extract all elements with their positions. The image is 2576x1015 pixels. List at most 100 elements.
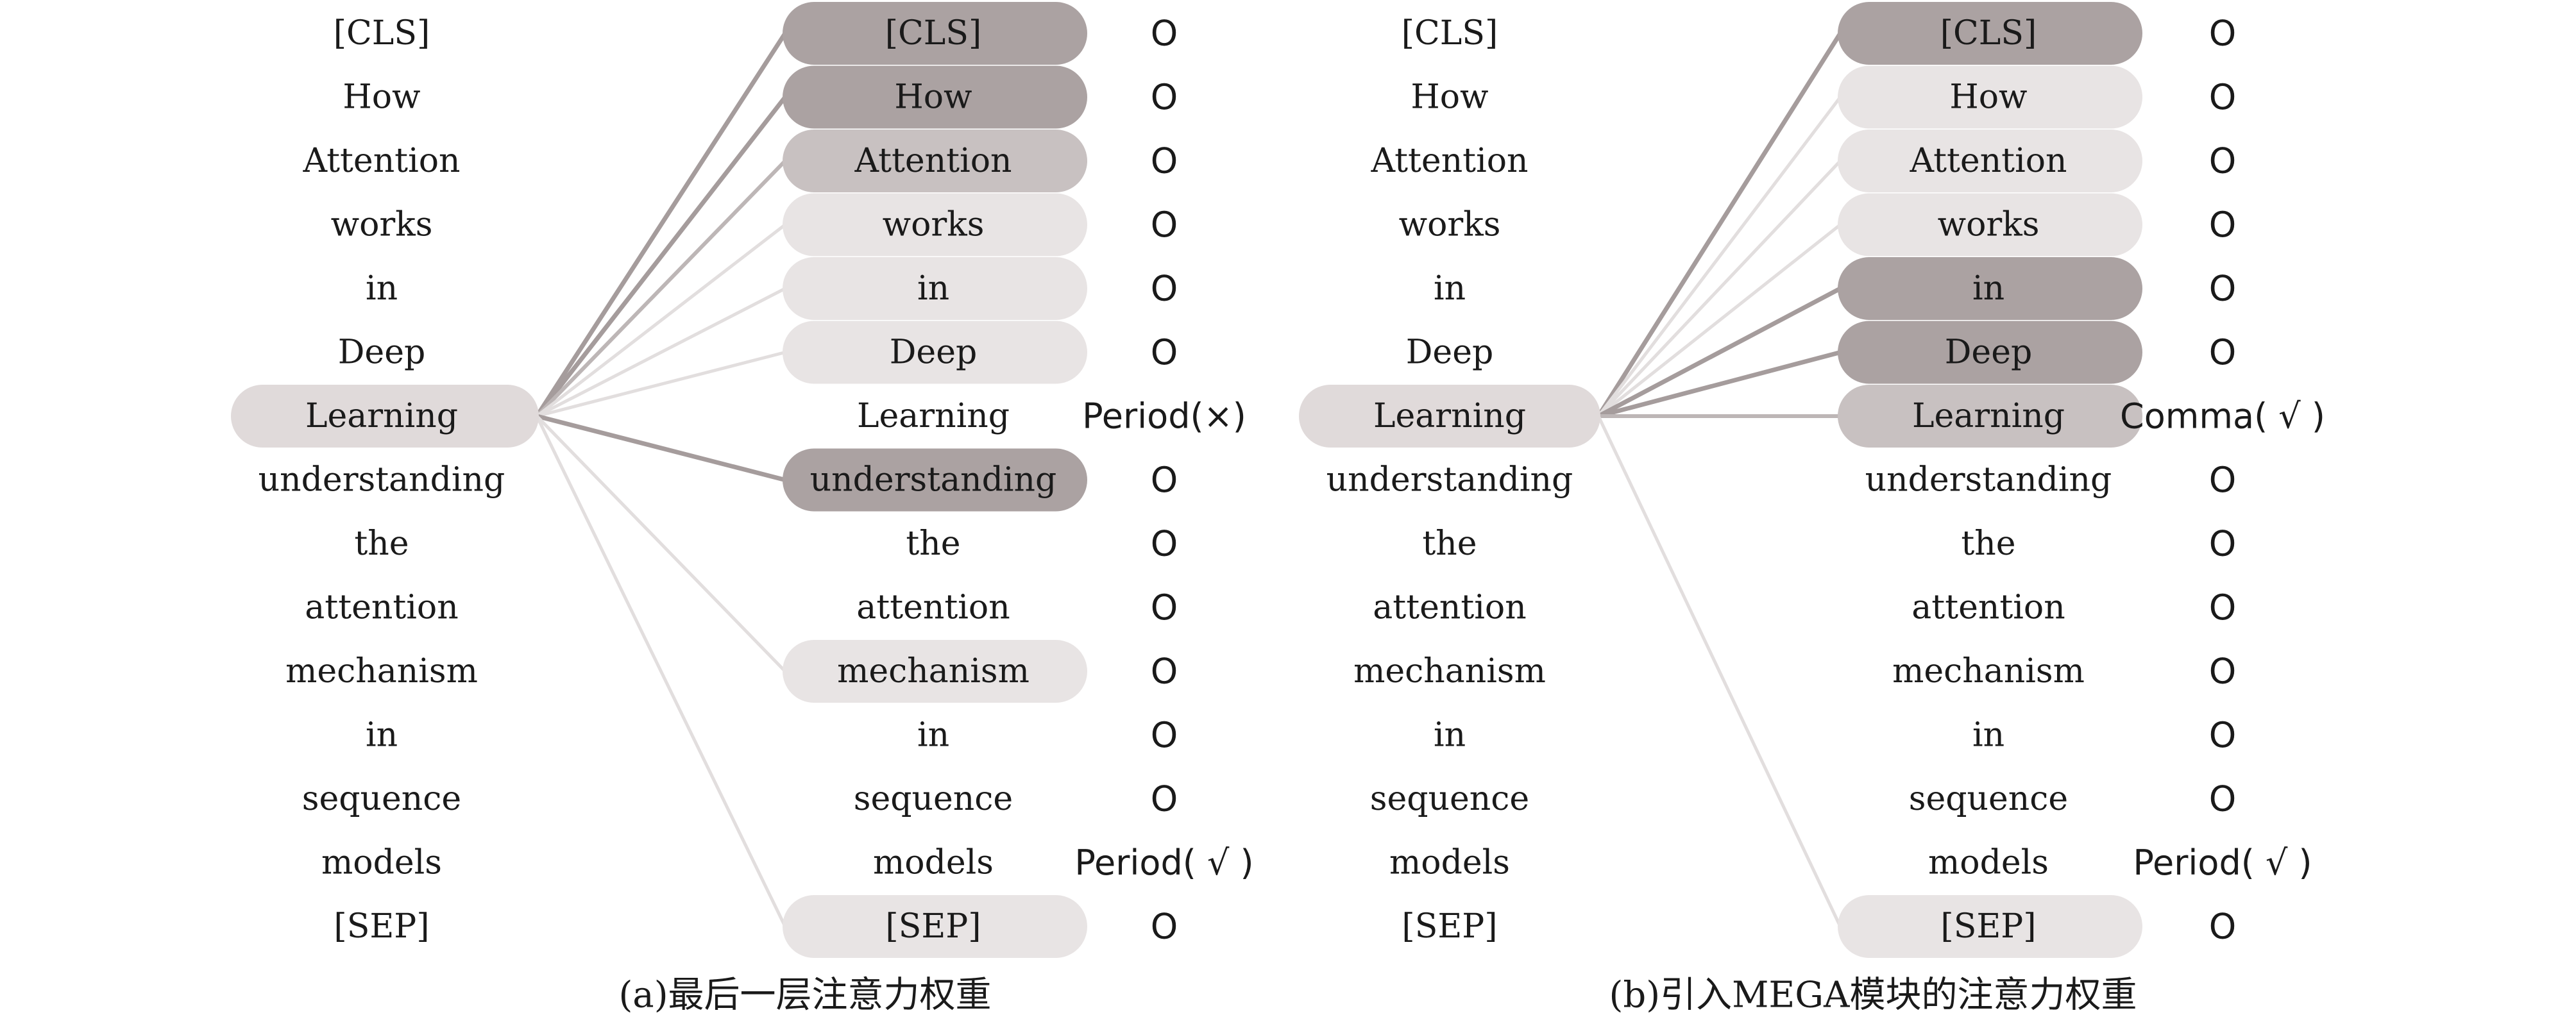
target-token: [CLS]	[885, 14, 982, 53]
target-token: understanding	[1865, 461, 2112, 499]
target-token: models	[1928, 844, 2049, 882]
punctuation-label: Comma( √ )	[2120, 396, 2325, 437]
punctuation-label: O	[2209, 715, 2237, 755]
punctuation-label: Period( √ )	[2133, 843, 2312, 883]
query-token-pill	[1299, 385, 1600, 448]
punctuation-label: O	[2209, 13, 2237, 54]
target-token: Deep	[1945, 333, 2033, 372]
attention-line	[535, 223, 787, 418]
source-token: How	[343, 78, 420, 117]
target-token: the	[1961, 524, 2015, 563]
target-token: sequence	[1909, 780, 2068, 818]
attention-lines	[534, 31, 788, 928]
tokens: [CLS]HowAttentionworksinDeepLearningunde…	[258, 13, 1254, 947]
source-token: the	[354, 524, 409, 563]
punctuation-label: O	[1151, 524, 1178, 564]
punctuation-label: O	[2209, 651, 2237, 692]
target-token: [SEP]	[885, 907, 981, 946]
punctuation-label: O	[2209, 141, 2237, 181]
punctuation-label: Period(×)	[1082, 396, 1246, 437]
source-token: models	[1389, 844, 1510, 882]
source-token: in	[366, 269, 398, 308]
target-token: in	[917, 716, 949, 755]
source-token: sequence	[302, 780, 461, 818]
source-token: in	[1434, 716, 1466, 755]
attention-line	[1597, 414, 1842, 928]
punctuation-label: O	[1151, 141, 1178, 181]
source-token: models	[321, 844, 442, 882]
source-token: How	[1411, 78, 1488, 117]
pills	[1299, 2, 2142, 958]
punctuation-label: O	[1151, 332, 1178, 373]
attention-line	[535, 414, 787, 928]
target-token: How	[894, 78, 972, 117]
target-token-pill-low	[783, 257, 1087, 320]
attention-line	[535, 287, 787, 418]
target-token-pill-low	[1838, 193, 2142, 256]
target-token: sequence	[854, 780, 1013, 818]
target-token-pill-medium	[783, 130, 1087, 192]
attention-line	[535, 414, 787, 673]
attention-line	[1596, 286, 1843, 419]
source-token: understanding	[258, 461, 505, 499]
panel-caption: (b)引入MEGA模块的注意力权重	[1609, 975, 2137, 1015]
target-token: understanding	[810, 461, 1057, 499]
target-token: attention	[856, 589, 1010, 627]
punctuation-label: O	[2209, 77, 2237, 117]
punctuation-label: O	[1151, 779, 1178, 819]
tokens: [CLS]HowAttentionworksinDeepLearningunde…	[1326, 13, 2325, 947]
source-token: Learning	[1373, 397, 1526, 435]
target-token-pill-low	[1838, 130, 2142, 192]
target-token-pill-high	[783, 2, 1087, 65]
target-token-pill-high	[783, 448, 1087, 512]
target-token: Attention	[1909, 142, 2067, 180]
punctuation-label: O	[1151, 77, 1178, 117]
target-token: in	[917, 269, 949, 308]
source-token: [SEP]	[1402, 907, 1497, 946]
target-token: attention	[1911, 589, 2065, 627]
target-token-pill-low	[783, 193, 1087, 256]
target-token: Learning	[857, 397, 1010, 435]
punctuation-label: O	[2209, 587, 2237, 628]
target-token-pill-high	[1838, 321, 2142, 384]
target-token: in	[1972, 269, 2004, 308]
query-token-pill	[231, 385, 539, 448]
source-token: in	[1434, 269, 1466, 308]
source-token: mechanism	[1353, 652, 1546, 691]
target-token: Deep	[890, 333, 978, 372]
punctuation-label: O	[1151, 715, 1178, 755]
target-token-pill-low	[1838, 895, 2142, 958]
attention-line	[1597, 159, 1842, 418]
target-token: the	[906, 524, 960, 563]
attention-line	[534, 95, 788, 419]
punctuation-label: O	[1151, 587, 1178, 628]
punctuation-label: O	[1151, 460, 1178, 500]
target-token: How	[1949, 78, 2027, 117]
source-token: Learning	[305, 397, 458, 435]
source-token: Attention	[1370, 142, 1528, 180]
source-token: works	[331, 206, 433, 244]
target-token: mechanism	[837, 652, 1030, 691]
punctuation-label: O	[1151, 907, 1178, 947]
target-token: Attention	[854, 142, 1012, 180]
source-token: the	[1422, 524, 1477, 563]
panel-a: [CLS]HowAttentionworksinDeepLearningunde…	[231, 2, 1254, 1015]
source-token: Deep	[338, 333, 426, 372]
target-token-pill-high	[783, 65, 1087, 129]
source-token: works	[1399, 206, 1501, 244]
punctuation-label: Period( √ )	[1074, 843, 1253, 883]
attention-line	[1596, 350, 1843, 419]
punctuation-label: O	[2209, 205, 2237, 245]
panel-b: [CLS]HowAttentionworksinDeepLearningunde…	[1299, 2, 2325, 1015]
source-token: in	[366, 716, 398, 755]
source-token: sequence	[1370, 780, 1529, 818]
target-token-pill-medium	[1838, 385, 2142, 448]
target-token-pill-low	[783, 640, 1087, 703]
panel-caption: (a)最后一层注意力权重	[618, 975, 991, 1015]
source-token: understanding	[1326, 461, 1573, 499]
target-token: works	[1938, 206, 2040, 244]
attention-line	[534, 414, 788, 482]
punctuation-label: O	[2209, 460, 2237, 500]
source-token: attention	[305, 589, 458, 627]
